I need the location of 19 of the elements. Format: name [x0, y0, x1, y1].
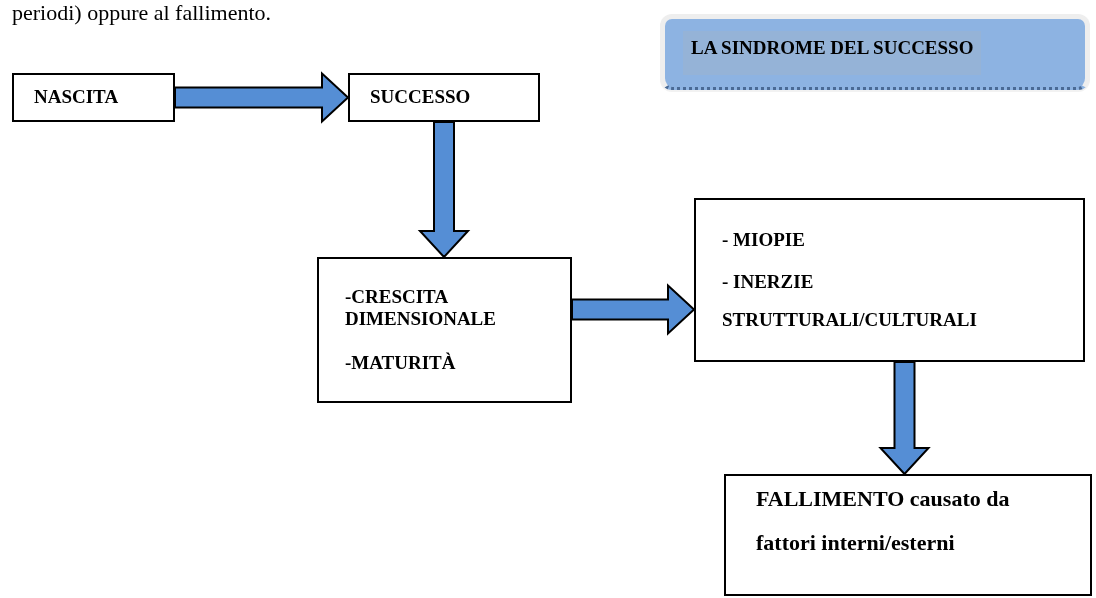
node-text: FALLIMENTO causato da fattori interni/esterni — [756, 485, 1011, 557]
process-box — [724, 474, 1092, 596]
process-box — [317, 257, 572, 403]
process-box — [694, 198, 1085, 362]
paragraph-text: periodi) oppure al fallimento. — [12, 0, 272, 26]
node-text: NASCITA — [34, 86, 120, 109]
node-text: -MATURITÀ — [345, 351, 457, 374]
block-arrow — [174, 71, 350, 124]
process-box — [12, 73, 175, 122]
node-text: - INERZIE STRUTTURALI/CULTURALI — [722, 270, 978, 332]
block-arrow — [878, 361, 931, 476]
title-banner — [660, 14, 1090, 90]
node-text: - MIOPIE — [722, 228, 806, 252]
block-arrow — [571, 283, 696, 336]
title-text: LA SINDROME DEL SUCCESSO — [683, 31, 982, 75]
block-arrow — [417, 121, 471, 259]
node-text: -CRESCITA DIMENSIONALE — [345, 286, 497, 330]
process-box — [348, 73, 540, 122]
node-text: SUCCESSO — [370, 86, 472, 109]
